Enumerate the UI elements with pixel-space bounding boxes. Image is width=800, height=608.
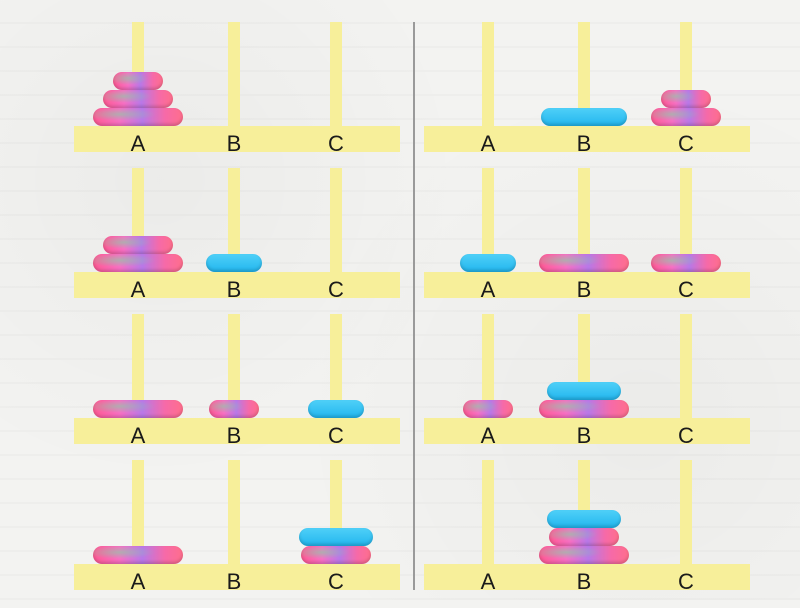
peg-pole-a [132,460,144,564]
blue-disk [547,382,621,400]
peg-label-b: B [226,131,242,156]
pink-disk [93,546,183,564]
peg-label-a: A [480,423,496,448]
peg-pole-b [228,460,240,564]
blue-disk [460,254,516,272]
blue-disk [206,254,262,272]
pink-disk [93,400,183,418]
blue-disk [299,528,373,546]
peg-label-a: A [130,423,146,448]
peg-label-b: B [226,569,242,594]
pink-disk [539,400,629,418]
peg-label-b: B [576,131,592,156]
peg-pole-b [228,314,240,418]
peg-label-a: A [130,131,146,156]
peg-label-a: A [130,277,146,302]
hanoi-panel: A B C [74,314,400,462]
peg-pole-a [482,168,494,272]
pink-disk [93,108,183,126]
peg-pole-b [578,22,590,126]
peg-base [74,418,400,444]
peg-base [424,418,750,444]
peg-label-a: A [480,277,496,302]
peg-base [74,564,400,590]
pink-disk [301,546,371,564]
peg-pole-a [482,314,494,418]
peg-label-c: C [678,277,694,302]
hanoi-panel: A B C [74,22,400,170]
peg-pole-a [482,22,494,126]
pink-disk [549,528,619,546]
pink-disk [651,108,721,126]
peg-label-c: C [328,423,344,448]
pink-disk [661,90,711,108]
peg-label-a: A [130,569,146,594]
peg-pole-c [680,168,692,272]
peg-label-b: B [576,423,592,448]
peg-base [424,564,750,590]
column-divider [413,22,415,590]
pink-disk [463,400,513,418]
peg-pole-c [330,168,342,272]
hanoi-panel: A B C [424,22,750,170]
pink-disk [539,254,629,272]
peg-label-b: B [226,423,242,448]
pink-disk [209,400,259,418]
peg-base [74,272,400,298]
hanoi-panel: A B C [424,314,750,462]
peg-pole-a [132,314,144,418]
peg-pole-c [680,460,692,564]
hanoi-panel: A B C [74,168,400,316]
hanoi-panel: A B C [424,460,750,608]
peg-base [74,126,400,152]
pink-disk [93,254,183,272]
pink-disk [539,546,629,564]
peg-pole-b [228,22,240,126]
hanoi-panel: A B C [74,460,400,608]
peg-pole-c [330,22,342,126]
pink-disk [113,72,163,90]
peg-label-b: B [226,277,242,302]
peg-base [424,126,750,152]
peg-label-c: C [328,277,344,302]
peg-pole-c [330,314,342,418]
peg-label-c: C [328,569,344,594]
peg-label-a: A [480,131,496,156]
peg-label-b: B [576,277,592,302]
peg-pole-c [680,314,692,418]
peg-label-a: A [480,569,496,594]
blue-disk [541,108,627,126]
peg-label-c: C [678,131,694,156]
hanoi-panel: A B C [424,168,750,316]
pink-disk [103,90,173,108]
peg-pole-a [482,460,494,564]
pink-disk [103,236,173,254]
peg-label-c: C [328,131,344,156]
peg-label-b: B [576,569,592,594]
peg-base [424,272,750,298]
peg-pole-b [578,168,590,272]
blue-disk [547,510,621,528]
blue-disk [308,400,364,418]
pink-disk [651,254,721,272]
peg-label-c: C [678,423,694,448]
peg-label-c: C [678,569,694,594]
peg-pole-b [228,168,240,272]
